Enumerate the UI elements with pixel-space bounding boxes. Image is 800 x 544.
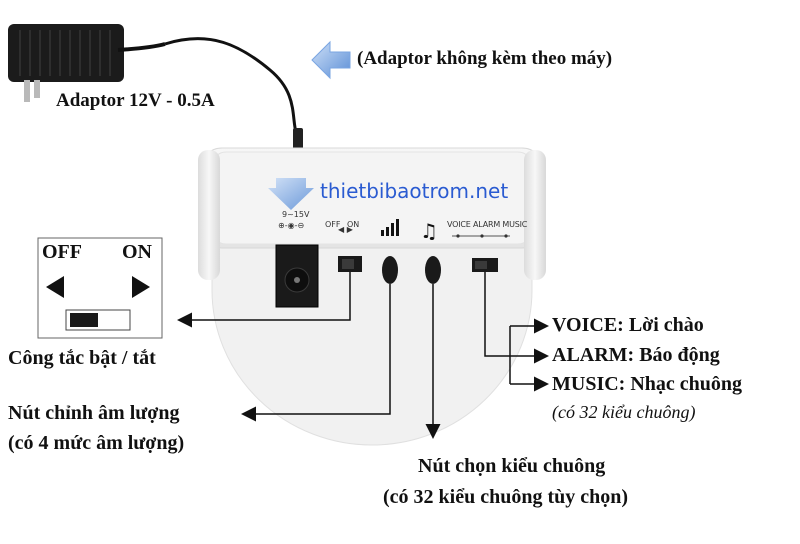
dc-plug [293, 128, 303, 152]
adaptor-note: (Adaptor không kèm theo máy) [357, 48, 613, 69]
arrow-right-icon [132, 276, 150, 298]
watermark-text: thietbibaotrom.net [320, 179, 509, 203]
power-input-label: 9~15V [282, 210, 310, 219]
volume-knob [382, 256, 398, 284]
arrow-left-icon [46, 276, 64, 298]
mode-leader [484, 272, 510, 357]
switch-caption: Công tắc bật / tắt [8, 347, 156, 369]
adaptor-cable [164, 37, 300, 141]
panel-mode-alarm: ALARM [472, 220, 501, 229]
tone-knob [425, 256, 441, 284]
not-included-arrow [311, 40, 351, 80]
inset-off-label: OFF [42, 241, 82, 263]
power-jack [275, 244, 319, 308]
mode-alarm-label: ALARM: Báo động [552, 344, 720, 366]
signal-bars-icon [381, 219, 399, 236]
tone-label: Nút chọn kiểu chuông [418, 455, 606, 477]
switch-leader [177, 272, 351, 328]
panel-switch-on-label: ON [347, 220, 360, 229]
polarity-symbol: ⊕-◉-⊖ [278, 221, 304, 230]
panel-mode-music: MUSIC [502, 220, 528, 229]
music-note-icon: ♫ [420, 219, 438, 243]
switch-slider [70, 313, 98, 327]
switch-inset-box [37, 237, 163, 339]
volume-leader [241, 284, 391, 422]
panel-mode-voice: VOICE [447, 220, 471, 229]
tone-sub-label: (có 32 kiểu chuông tùy chọn) [383, 486, 629, 508]
watermark-arrow [268, 178, 314, 210]
adaptor-rating: Adaptor 12V - 0.5A [56, 90, 215, 111]
panel-mode-labels: VOICE ALARM MUSIC [447, 220, 527, 229]
volume-sub-label: (có 4 mức âm lượng) [8, 432, 185, 454]
inset-on-label: ON [122, 241, 152, 263]
adaptor-image [8, 24, 166, 102]
mode-selector-scale [452, 234, 510, 238]
svg-text:◀ ▶: ◀ ▶ [338, 225, 354, 234]
mode-music-note: (có 32 kiểu chuông) [552, 402, 696, 422]
panel-switch-off-label: OFF [325, 220, 341, 229]
volume-label: Nút chỉnh âm lượng [8, 402, 180, 424]
mode-voice-label: VOICE: Lời chào [552, 314, 704, 336]
mode-music-label: MUSIC: Nhạc chuông [552, 373, 743, 395]
